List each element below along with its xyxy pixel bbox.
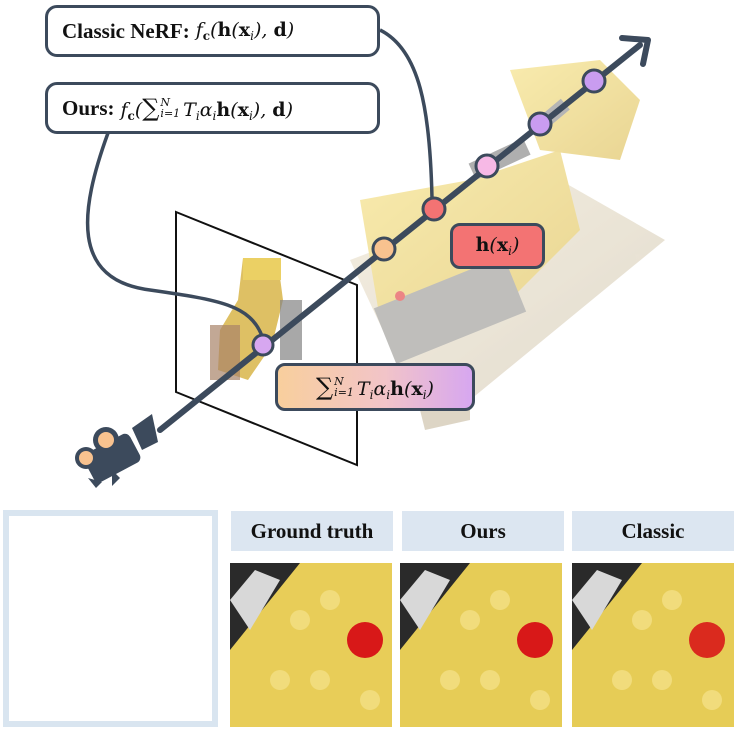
- thumbnail-frame: [3, 510, 218, 727]
- sample-point-4: [527, 111, 553, 137]
- ray-arrow-icon: [619, 35, 651, 67]
- classic-connector: [379, 28, 434, 199]
- sample-point-2: [421, 196, 447, 222]
- header-ground-truth: Ground truth: [231, 511, 393, 551]
- sample-point-1: [371, 236, 397, 262]
- ours-title: Ours:: [62, 95, 115, 120]
- header-classic: Classic: [572, 511, 734, 551]
- header-ours: Ours: [402, 511, 564, 551]
- crop-classic: [572, 563, 734, 727]
- ours-connector: [85, 132, 264, 337]
- classic-formula: fc(h(xi), d): [195, 19, 295, 43]
- sample-point-3: [474, 153, 500, 179]
- crop-ours: [400, 563, 562, 727]
- crop-ground-truth: [230, 563, 392, 727]
- hx-formula: h(xi): [475, 234, 520, 258]
- pixel-point: [251, 333, 275, 357]
- camera-icon: [75, 414, 158, 488]
- classic-title: Classic NeRF:: [62, 18, 190, 43]
- camera-ray: [157, 42, 643, 433]
- feature-hx-label: h(xi): [450, 223, 545, 269]
- classic-nerf-label: Classic NeRF: fc(h(xi), d): [45, 5, 380, 57]
- sample-point-5: [581, 68, 607, 94]
